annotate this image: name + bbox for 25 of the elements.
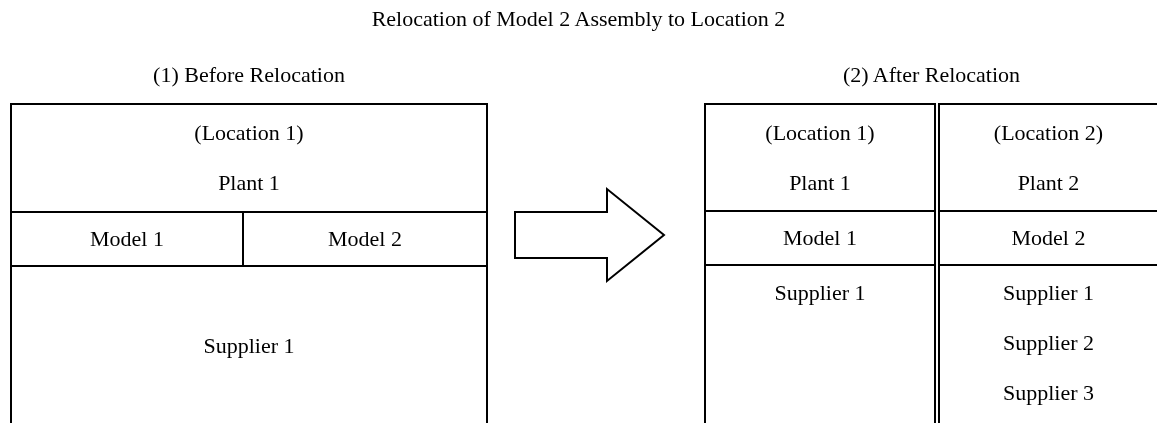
- cell-text: Supplier 1: [1002, 279, 1095, 307]
- table-heading: (1) Before Relocation: [153, 61, 345, 89]
- cell-text: Model 2: [328, 225, 402, 253]
- table-cell: [704, 264, 936, 423]
- cell-text: (Location 2): [993, 118, 1104, 147]
- cell-text: Supplier 1: [203, 332, 295, 360]
- cell-text: Model 1: [90, 225, 164, 253]
- cell-text: Plant 1: [218, 169, 280, 197]
- cell-text: Supplier 1: [774, 279, 866, 307]
- diagram-title: Relocation of Model 2 Assembly to Location 2: [371, 5, 786, 33]
- table-cell: [704, 103, 936, 212]
- cell-text: Plant 2: [1017, 168, 1080, 197]
- table-heading: (2) After Relocation: [842, 61, 1021, 89]
- table-cell: [704, 210, 936, 266]
- cell-text: Plant 1: [789, 168, 851, 197]
- cell-text: Supplier 2: [1002, 329, 1095, 357]
- cell-text: (Location 1): [765, 118, 875, 147]
- cell-text: Supplier 3: [1002, 379, 1095, 407]
- block-arrow: [514, 186, 666, 284]
- table-cell: [10, 265, 488, 423]
- cell-text: Model 2: [1011, 224, 1086, 252]
- table-cell: [938, 103, 1157, 212]
- table-cell: [10, 103, 488, 213]
- cell-text: (Location 1): [194, 119, 304, 147]
- cell-text: Model 1: [783, 224, 857, 252]
